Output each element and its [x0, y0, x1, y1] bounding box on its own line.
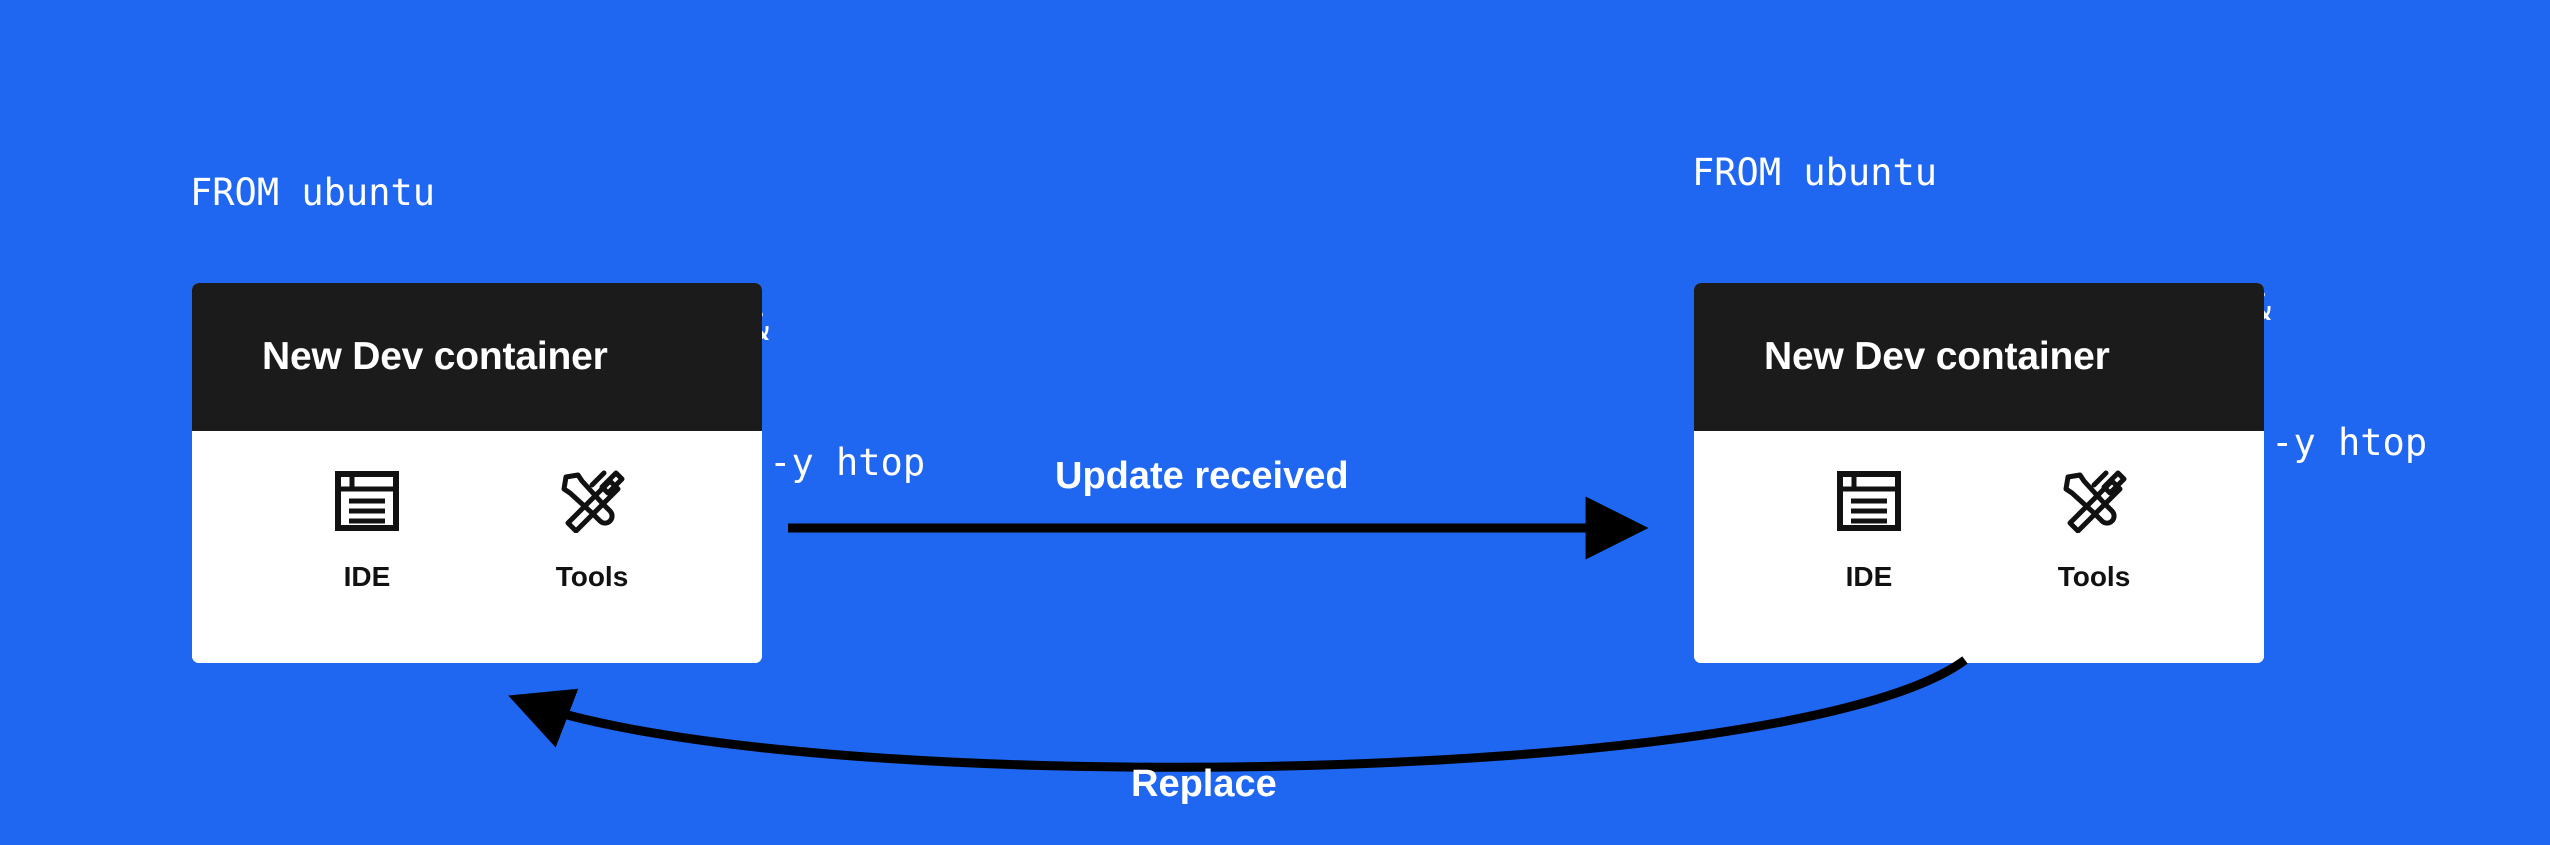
dev-container-card-before: New Dev container IDE: [192, 283, 762, 663]
arrow-label-update-received: Update received: [1055, 455, 1349, 497]
tile-label: Tools: [555, 561, 629, 592]
tile-ide[interactable]: IDE: [312, 463, 422, 593]
card-header: New Dev container: [192, 283, 762, 431]
ide-window-icon: [335, 463, 399, 539]
code-line: FROM ubuntu: [1692, 151, 1938, 194]
tile-label: IDE: [1845, 561, 1893, 592]
card-body: IDE Tools: [192, 431, 762, 663]
code-line: FROM ubuntu: [190, 171, 436, 214]
card-body: IDE Tools: [1694, 431, 2264, 663]
card-title: New Dev container: [262, 335, 608, 378]
tile-label: IDE: [343, 561, 391, 592]
tile-tools[interactable]: Tools: [2039, 463, 2149, 593]
ide-window-icon: [1837, 463, 1901, 539]
hammer-and-screwdriver-icon: [558, 463, 626, 539]
hammer-and-screwdriver-icon: [2060, 463, 2128, 539]
arrow-label-replace: Replace: [1131, 763, 1277, 805]
card-header: New Dev container: [1694, 283, 2264, 431]
tile-label: Tools: [2057, 561, 2131, 592]
tile-tools[interactable]: Tools: [537, 463, 647, 593]
dev-container-card-after: New Dev container IDE: [1694, 283, 2264, 663]
card-title: New Dev container: [1764, 335, 2110, 378]
tile-ide[interactable]: IDE: [1814, 463, 1924, 593]
